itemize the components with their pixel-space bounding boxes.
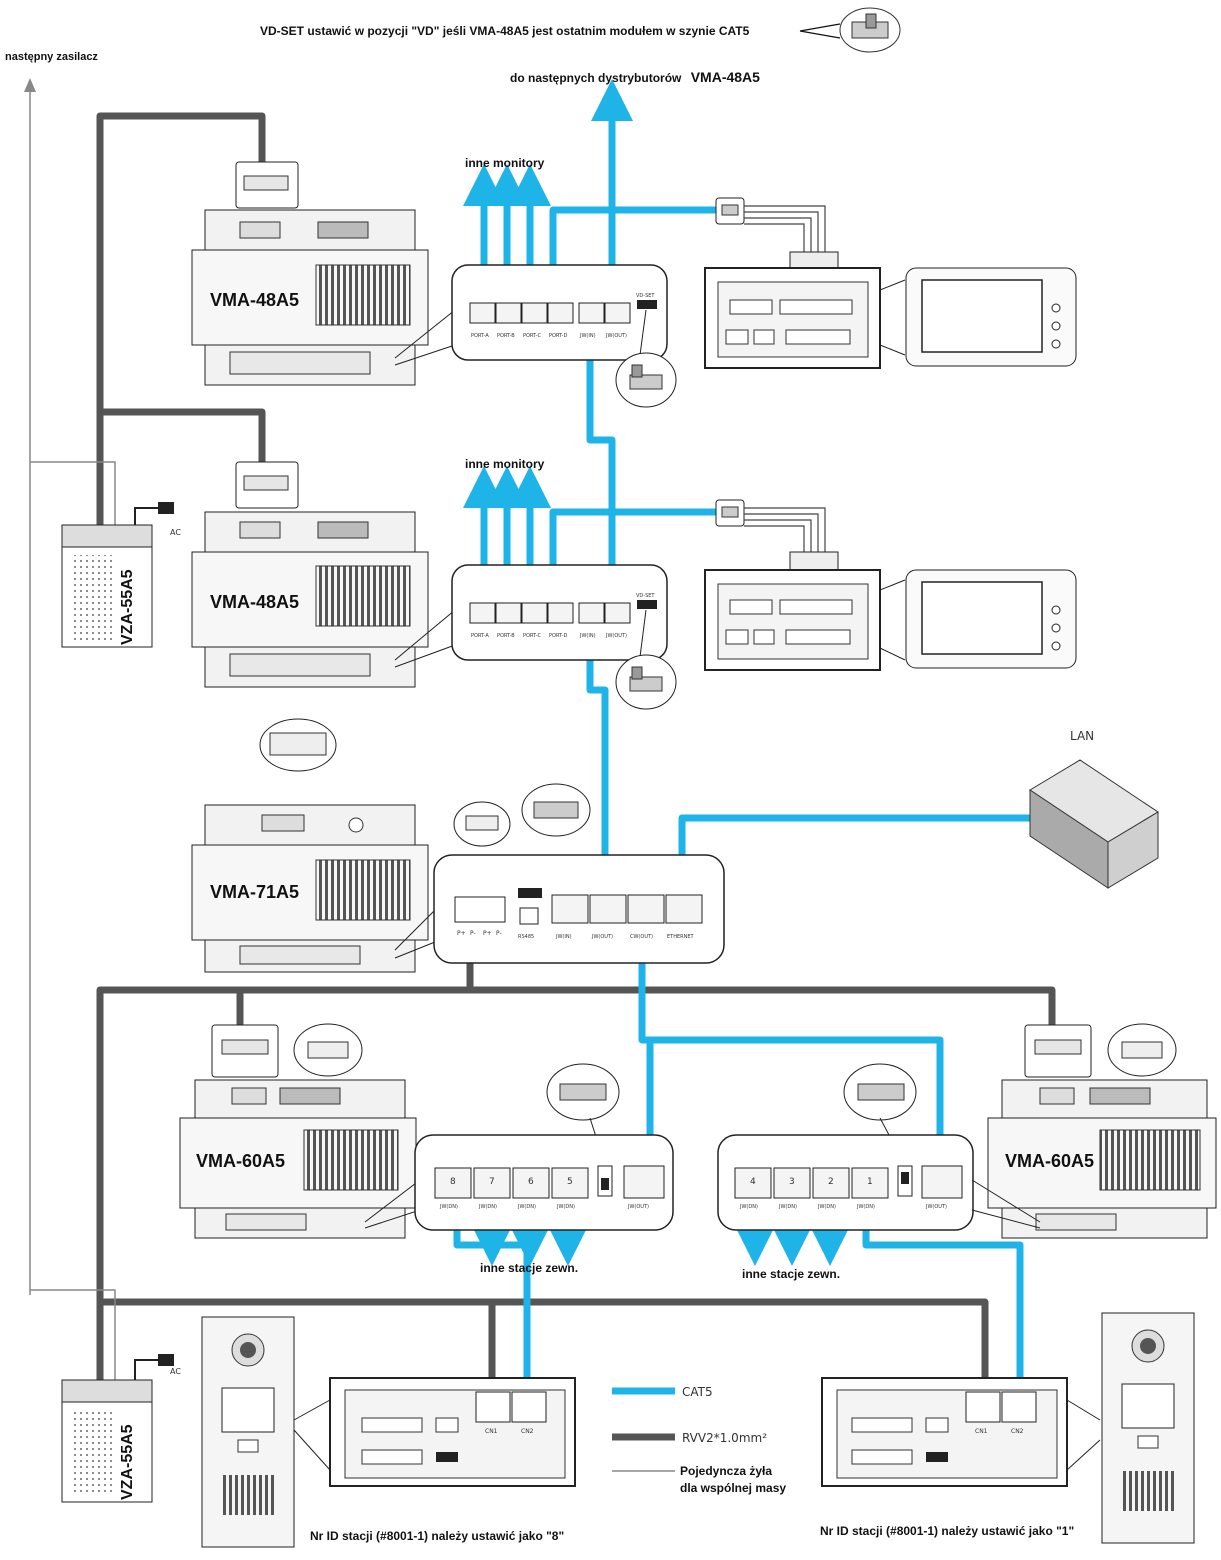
ctrl-term-p2: P+ (483, 930, 492, 937)
outdoor-distributor-left-title: VMA-60A5 (196, 1151, 285, 1171)
ctrl-port-jwout: JW(OUT) (591, 934, 613, 940)
controller: VMA-71A5 (191, 718, 441, 973)
d2-vd-set: VD-SET (636, 593, 655, 599)
distributor-1-port-panel: PORT-A PORT-B PORT-C PORT-D JW(IN) JW(OU… (451, 264, 677, 408)
outdoor-left-jwout: JW(OUT) (627, 1204, 649, 1210)
outdoor-right-jwout: JW(OUT) (925, 1204, 947, 1210)
outdoor-station-right (1101, 1312, 1195, 1544)
d2-port-b: PORT-B (497, 633, 515, 639)
outdoor-distributor-right: VMA-60A5 (971, 1023, 1217, 1239)
outdoor-left-port-5: 5 (567, 1177, 573, 1187)
other-outdoor-stations-right: inne stacje zewn. (742, 1267, 840, 1281)
ctrl-rs485: RS485 (518, 934, 534, 940)
monitor-1-connector (715, 197, 839, 271)
monitor-1 (905, 267, 1077, 367)
ctrl-term-m1: P- (470, 930, 476, 937)
controller-port-panel: P+ P- P+ P- RS485 JW(IN) JW(OUT) CW(OUT)… (433, 783, 725, 964)
to-next-distributors-prefix: do następnych dystrybutorów (510, 71, 682, 85)
outdoor-right-jwdn-3: JW(DN) (778, 1204, 797, 1210)
d2-port-d: PORT-D (549, 633, 567, 639)
d2-port-a: PORT-A (471, 633, 489, 639)
monitor-1-terminal-board (704, 267, 906, 369)
outdoor-left-port-8: 8 (450, 1177, 456, 1187)
outdoor-right-port-1: 1 (867, 1177, 873, 1187)
distributor-1-ports (469, 302, 631, 324)
legend: CAT5 RVV2*1.0mm² Pojedyncza żyła dla wsp… (612, 1385, 786, 1495)
legend-rvv: RVV2*1.0mm² (682, 1431, 767, 1445)
outdoor-distributor-right-title: VMA-60A5 (1005, 1151, 1094, 1171)
d1-port-c: PORT-C (523, 333, 541, 339)
d2-port-c: PORT-C (523, 633, 541, 639)
outdoor-left-jwdn-8: JW(DN) (439, 1204, 458, 1210)
psu-1-ac: AC (170, 528, 181, 537)
d1-vd-set: VD-SET (636, 293, 655, 299)
outdoor-left-jwdn-6: JW(DN) (517, 1204, 536, 1210)
outdoor-right-port-3: 3 (789, 1177, 795, 1187)
lan-box: LAN (1029, 729, 1159, 889)
station-left-board: CN1 CN2 (293, 1377, 576, 1487)
vd-set-switch-icon (839, 7, 901, 53)
psu-1-title: VZA-55A5 (119, 569, 136, 645)
outdoor-distributor-left: VMA-60A5 (179, 1023, 421, 1239)
d1-port-jwout: JW(OUT) (605, 333, 627, 339)
distributor-2-port-panel: PORT-A PORT-B PORT-C PORT-D JW(IN) JW(OU… (451, 564, 677, 710)
legend-single-wire-1: Pojedyncza żyła (680, 1464, 772, 1478)
station-left-note: Nr ID stacji (#8001-1) należy ustawić ja… (310, 1529, 564, 1543)
vd-set-note: VD-SET ustawić w pozycji "VD" jeśli VMA-… (260, 24, 750, 38)
psu-2-ac: AC (170, 1367, 181, 1376)
outdoor-right-port-4: 4 (750, 1177, 756, 1187)
station-right-board: CN1 CN2 (821, 1377, 1101, 1487)
psu-2-title: VZA-55A5 (119, 1424, 136, 1500)
d1-port-jwin: JW(IN) (579, 333, 596, 339)
ctrl-port-ethernet: ETHERNET (667, 934, 695, 940)
d1-port-d: PORT-D (549, 333, 567, 339)
distributor-2: VMA-48A5 (191, 461, 456, 688)
ctrl-term-p1: P+ (457, 930, 466, 937)
other-monitors-label-1: inne monitory (465, 156, 545, 170)
other-monitors-label-2: inne monitory (465, 457, 545, 471)
next-psu-label: następny zasilacz (5, 51, 98, 63)
outdoor-panel-left: 8 7 6 5 JW(DN) JW(DN) JW(DN) JW(DN) JW(O… (414, 1063, 674, 1231)
legend-single-wire-2: dla wspólnej masy (680, 1481, 786, 1495)
ctrl-term-m2: P- (496, 930, 502, 937)
other-outdoor-stations-left: inne stacje zewn. (480, 1261, 578, 1275)
outdoor-right-jwdn-1: JW(DN) (856, 1204, 875, 1210)
legend-cat5: CAT5 (682, 1385, 713, 1399)
station-left-cn2: CN2 (521, 1428, 534, 1435)
outdoor-station-left (201, 1316, 295, 1548)
ground-wire (30, 461, 116, 1380)
outdoor-right-jwdn-4: JW(DN) (739, 1204, 758, 1210)
monitor-2-terminal-board (704, 569, 906, 671)
station-right-note: Nr ID stacji (#8001-1) należy ustawić ja… (820, 1524, 1074, 1538)
station-left-cn1: CN1 (485, 1428, 498, 1435)
controller-title: VMA-71A5 (210, 882, 299, 902)
rvv-wires (96, 112, 1056, 1390)
d1-port-b: PORT-B (497, 333, 515, 339)
d1-port-a: PORT-A (471, 333, 489, 339)
ctrl-port-jwin: JW(IN) (555, 934, 572, 940)
outdoor-panel-right: 4 3 2 1 JW(DN) JW(DN) JW(DN) JW(DN) JW(O… (717, 1063, 974, 1231)
to-next-distributors-label: do następnych dystrybutorów VMA-48A5 (510, 69, 760, 85)
monitor-2 (905, 569, 1077, 669)
d2-port-jwin: JW(IN) (579, 633, 596, 639)
to-next-distributors-model: VMA-48A5 (691, 69, 760, 85)
monitor-2-connector (715, 499, 839, 571)
station-right-cn1: CN1 (975, 1428, 988, 1435)
psu-1: VZA-55A5 AC (61, 502, 181, 648)
distributor-1: VMA-48A5 (191, 161, 456, 386)
lan-label: LAN (1070, 729, 1094, 743)
psu-2: VZA-55A5 AC (61, 1354, 181, 1503)
outdoor-left-port-7: 7 (489, 1177, 495, 1187)
distributor-2-title: VMA-48A5 (210, 592, 299, 612)
outdoor-left-jwdn-5: JW(DN) (556, 1204, 575, 1210)
distributor-1-title: VMA-48A5 (210, 290, 299, 310)
outdoor-left-jwdn-7: JW(DN) (478, 1204, 497, 1210)
station-right-cn2: CN2 (1011, 1428, 1024, 1435)
outdoor-left-port-6: 6 (528, 1177, 534, 1187)
outdoor-right-jwdn-2: JW(DN) (817, 1204, 836, 1210)
outdoor-right-port-2: 2 (828, 1177, 834, 1187)
ctrl-port-cwout: CW(OUT) (630, 934, 653, 940)
d2-port-jwout: JW(OUT) (605, 633, 627, 639)
